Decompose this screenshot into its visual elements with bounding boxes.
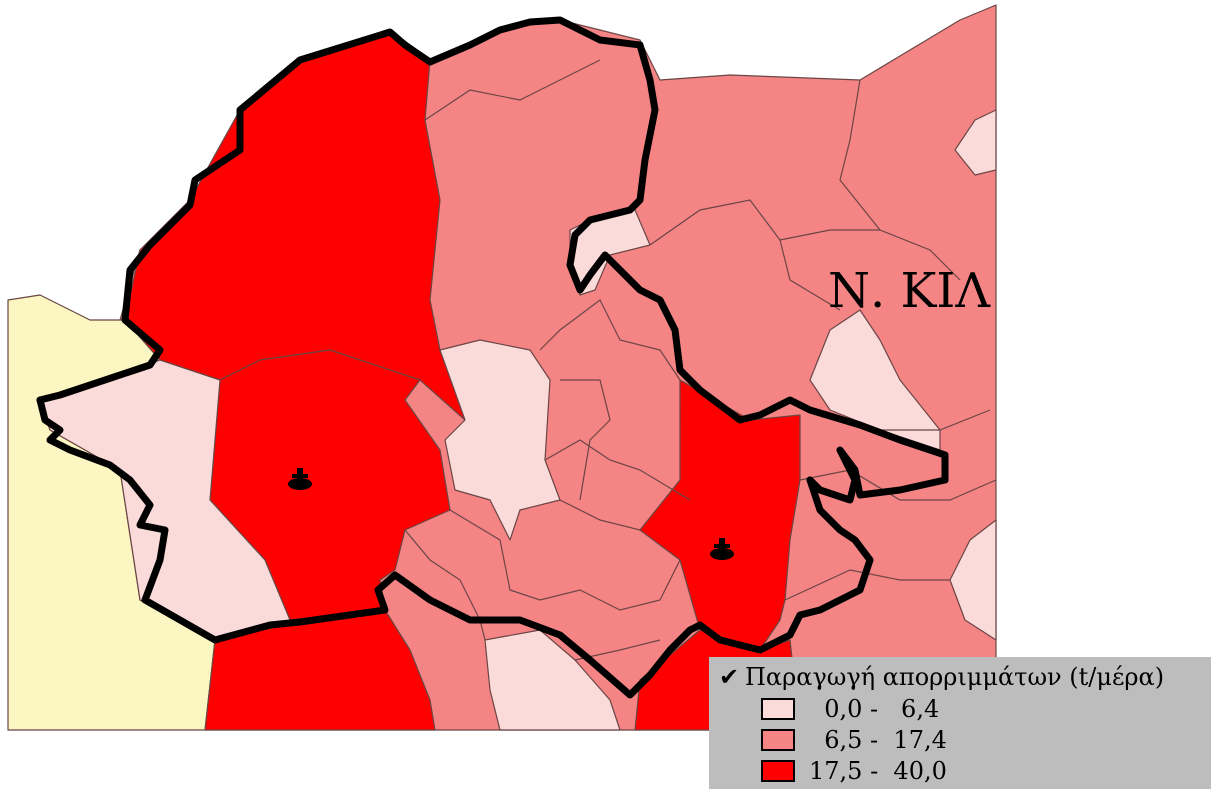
region-low-northeast <box>954 109 997 176</box>
region-label: Ν. ΚΙΛ <box>828 263 991 319</box>
region-low-southeast <box>949 519 997 641</box>
thick-border-south <box>36 396 874 699</box>
legend-range-label: 6,5 - 17,4 <box>809 725 947 754</box>
region-low-center <box>439 339 561 541</box>
legend-range-label: 17,5 - 40,0 <box>809 756 947 785</box>
city-marker-icon <box>710 538 734 560</box>
internal-boundaries <box>404 59 997 661</box>
legend-title-row: ✔ Παραγωγή απορριμμάτων (t/μέρα) <box>719 661 1203 693</box>
legend-swatch-mid <box>761 728 795 751</box>
legend-title: Παραγωγή απορριμμάτων (t/μέρα) <box>745 663 1165 691</box>
region-low-south <box>484 629 621 731</box>
legend-class-row: 6,5 - 17,4 <box>719 724 1203 755</box>
legend-class-row: 17,5 - 40,0 <box>719 755 1203 786</box>
map-right-margin <box>997 0 1211 657</box>
layer-visibility-checkbox[interactable]: ✔ <box>719 663 740 691</box>
legend-swatch-low <box>761 697 795 720</box>
legend-class-row: 0,0 - 6,4 <box>719 693 1203 724</box>
legend-range-label: 0,0 - 6,4 <box>809 694 940 723</box>
thick-border-north <box>36 16 949 504</box>
legend-swatch-high <box>761 759 795 782</box>
city-marker-icon <box>288 468 312 490</box>
legend: ✔ Παραγωγή απορριμμάτων (t/μέρα) 0,0 - 6… <box>709 657 1211 789</box>
